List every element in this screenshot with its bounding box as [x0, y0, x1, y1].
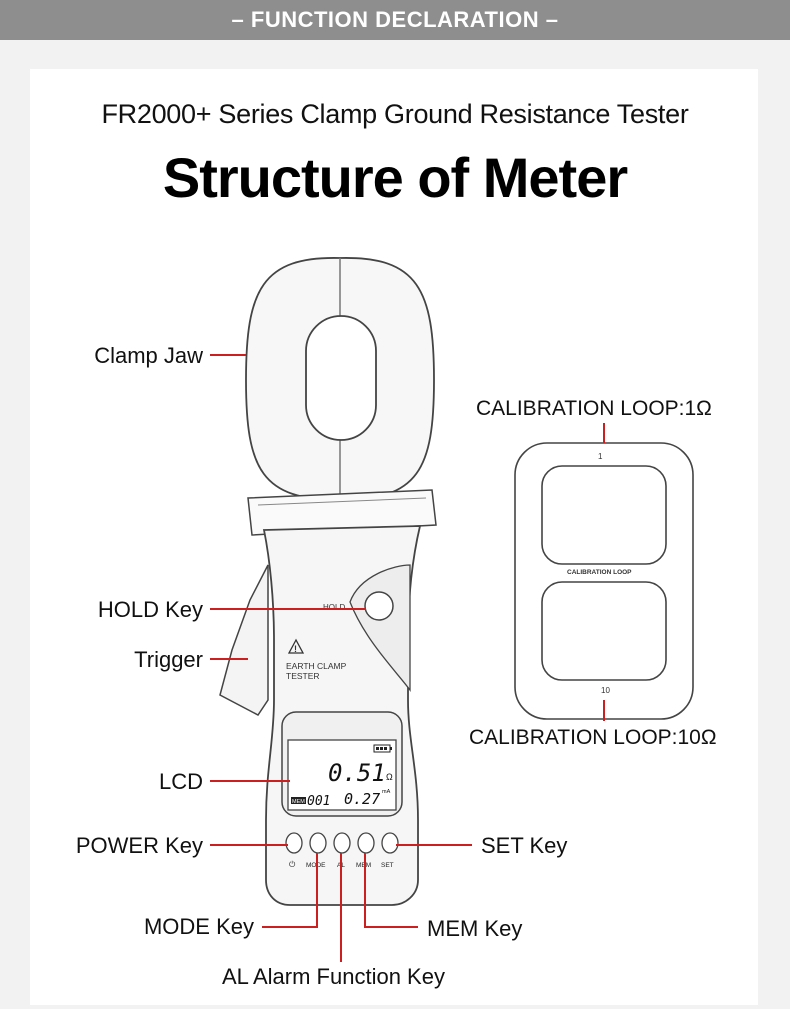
lcd-unit: Ω [386, 772, 393, 782]
set-key[interactable] [381, 832, 399, 854]
clamp-jaw-opening [305, 315, 377, 441]
calibration-bottom-number: 10 [601, 686, 610, 695]
subtitle: FR2000+ Series Clamp Ground Resistance T… [101, 99, 689, 129]
al-key[interactable] [333, 832, 351, 854]
callout-mem-key: MEM Key [427, 916, 523, 941]
callout-al-key: AL Alarm Function Key [222, 964, 445, 989]
callout-set-key: SET Key [481, 833, 568, 858]
lcd-mem-tag-bg [291, 797, 306, 804]
callout-trigger: Trigger [134, 647, 203, 672]
body-text-line2: TESTER [286, 671, 320, 681]
set-key-label: SET [381, 862, 394, 869]
power-key[interactable] [285, 832, 303, 854]
mode-key[interactable] [309, 832, 327, 854]
hold-button[interactable] [364, 591, 394, 621]
banner: – FUNCTION DECLARATION – [0, 0, 790, 40]
calibration-window-10 [541, 581, 667, 681]
warning-triangle-icon [287, 638, 305, 654]
callout-clamp-jaw: Clamp Jaw [94, 343, 203, 368]
calibration-top-number: 1 [598, 452, 603, 461]
calibration-middle-text: CALIBRATION LOOP [567, 569, 632, 576]
callout-hold-key: HOLD Key [97, 597, 203, 622]
warning-mark: ! [294, 644, 297, 654]
lcd-current-reading: 0.27 [344, 790, 380, 808]
callout-mode-key: MODE Key [143, 914, 254, 939]
callout-lcd: LCD [158, 769, 203, 794]
page-title: Structure of Meter [162, 146, 628, 209]
body-text-line1: EARTH CLAMP [286, 661, 347, 671]
power-key-label: ⏻ [289, 860, 296, 869]
lcd-main-reading: 0.51 [328, 759, 386, 787]
lcd-current-unit: mA [382, 789, 391, 795]
collar [247, 489, 437, 536]
callout-line-mem [364, 853, 418, 928]
hold-text: HOLD [323, 603, 345, 612]
trigger [219, 564, 269, 716]
callout-power-key: POWER Key [75, 833, 203, 858]
mem-key[interactable] [357, 832, 375, 854]
lcd-mem-number: 001 [307, 794, 330, 809]
callout-calibration-loop-1: CALIBRATION LOOP:1Ω [476, 397, 712, 420]
lcd-mem-tag: MEM [292, 799, 305, 805]
callout-line-mode [262, 853, 318, 928]
callout-calibration-loop-10: CALIBRATION LOOP:10Ω [469, 726, 717, 749]
calibration-window-1 [541, 465, 667, 565]
hold-button-housing [349, 564, 411, 692]
mem-key-label: MEM [356, 862, 371, 869]
